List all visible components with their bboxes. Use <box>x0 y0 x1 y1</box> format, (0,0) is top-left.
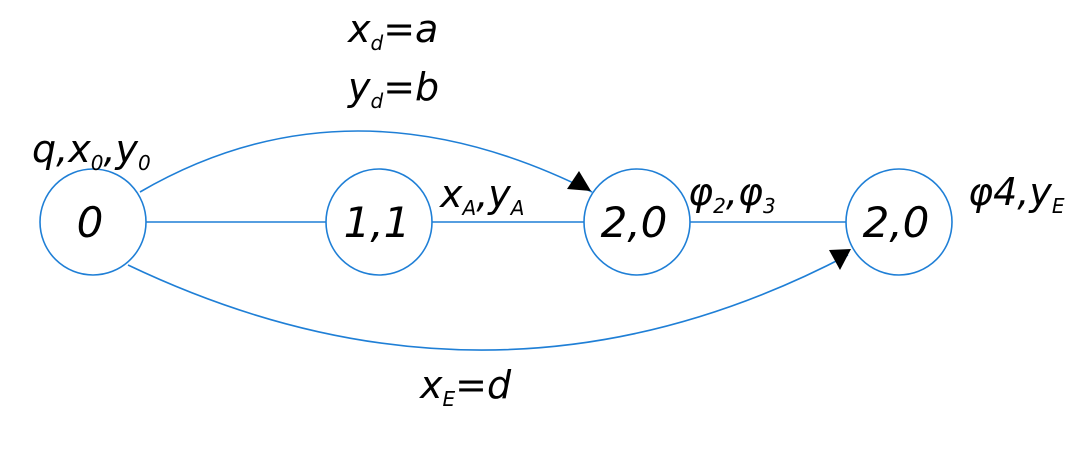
xe-value: =d <box>455 363 512 407</box>
xe-symbol: x <box>419 363 443 407</box>
phi2-subscript: 2 <box>713 194 726 218</box>
y-subscript: 0 <box>138 151 151 175</box>
edge-2-3-params-label: φ2,φ3 <box>688 170 776 218</box>
yd-value: =b <box>383 65 439 109</box>
node-2-circle <box>583 168 691 276</box>
node-3-label: 2,0 <box>863 198 930 247</box>
edge-0-to-3-curve <box>127 254 849 351</box>
separator: , <box>476 172 488 216</box>
xd-symbol: x <box>347 7 371 51</box>
ya-symbol: y <box>487 172 511 216</box>
node-1-label: 1,1 <box>344 198 411 247</box>
arrow-head-to-node-3 <box>829 249 851 270</box>
ya-subscript: A <box>509 196 525 220</box>
x-symbol: x <box>67 127 91 171</box>
arrow-head-to-node-2 <box>567 171 591 191</box>
node-0-params-label: q,x0,y0 <box>32 127 151 175</box>
node-1: 1,1 <box>325 168 433 276</box>
xe-subscript: E <box>443 387 456 411</box>
yd-symbol: y <box>347 65 371 109</box>
node-0-label: 0 <box>77 198 104 247</box>
node-0-circle <box>39 168 147 276</box>
yd-subscript: d <box>371 89 384 113</box>
xd-subscript: d <box>371 31 384 55</box>
xa-symbol: x <box>439 172 463 216</box>
node-2: 2,0 <box>583 168 691 276</box>
node-3-params-label: φ4,yE <box>968 170 1065 218</box>
q-symbol: q, <box>32 127 68 171</box>
phi4-symbol: φ4, <box>968 170 1029 214</box>
node-2-label: 2,0 <box>601 198 668 247</box>
phi2-symbol: φ <box>688 170 713 214</box>
x-subscript: 0 <box>91 151 104 175</box>
ye-subscript: E <box>1052 194 1065 218</box>
separator: , <box>103 127 115 171</box>
top-edge-x-label: xd=a <box>347 7 438 55</box>
separator: , <box>726 170 738 214</box>
bottom-edge-label: xE=d <box>419 363 512 411</box>
xa-subscript: A <box>461 196 477 220</box>
phi3-subscript: 3 <box>763 194 776 218</box>
xd-value: =a <box>383 7 438 51</box>
node-3-circle <box>845 168 953 276</box>
ye-symbol: y <box>1028 170 1052 214</box>
node-3: 2,0 <box>845 168 953 276</box>
edge-0-to-2-curve <box>139 130 593 193</box>
top-edge-y-label: yd=b <box>347 65 439 113</box>
phi3-symbol: φ <box>738 170 763 214</box>
edge-1-2-params-label: xA,yA <box>439 172 524 220</box>
y-symbol: y <box>115 127 139 171</box>
node-1-circle <box>325 168 433 276</box>
node-0: 0 <box>39 168 147 276</box>
